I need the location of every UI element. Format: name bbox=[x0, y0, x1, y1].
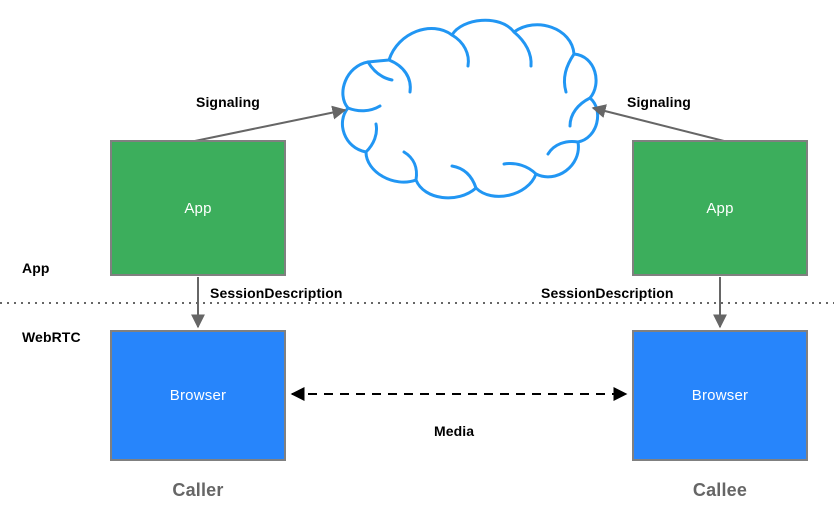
browser-box-callee: Browser bbox=[632, 330, 808, 461]
browser-box-callee-label: Browser bbox=[691, 387, 749, 404]
signaling-arrow-right bbox=[591, 104, 729, 143]
layer-label-app: App bbox=[22, 260, 50, 276]
app-box-caller: App bbox=[110, 140, 286, 276]
app-box-caller-label: App bbox=[184, 199, 212, 217]
layer-label-webrtc: WebRTC bbox=[22, 329, 81, 345]
app-box-callee-label: App bbox=[706, 199, 734, 217]
media-label: Media bbox=[434, 423, 475, 439]
signaling-label-right: Signaling bbox=[627, 94, 691, 110]
role-label-callee: Callee bbox=[692, 480, 748, 500]
session-description-label-left: SessionDescription bbox=[210, 285, 343, 301]
signaling-label-left: Signaling bbox=[196, 94, 260, 110]
session-description-label-right: SessionDescription bbox=[541, 285, 674, 301]
role-label-caller: Caller bbox=[172, 480, 224, 500]
signaling-arrow-left bbox=[189, 105, 347, 143]
app-box-callee: App bbox=[632, 140, 808, 276]
signaling-cloud-icon bbox=[340, 18, 600, 200]
browser-box-caller: Browser bbox=[110, 330, 286, 461]
browser-box-caller-label: Browser bbox=[169, 387, 227, 404]
